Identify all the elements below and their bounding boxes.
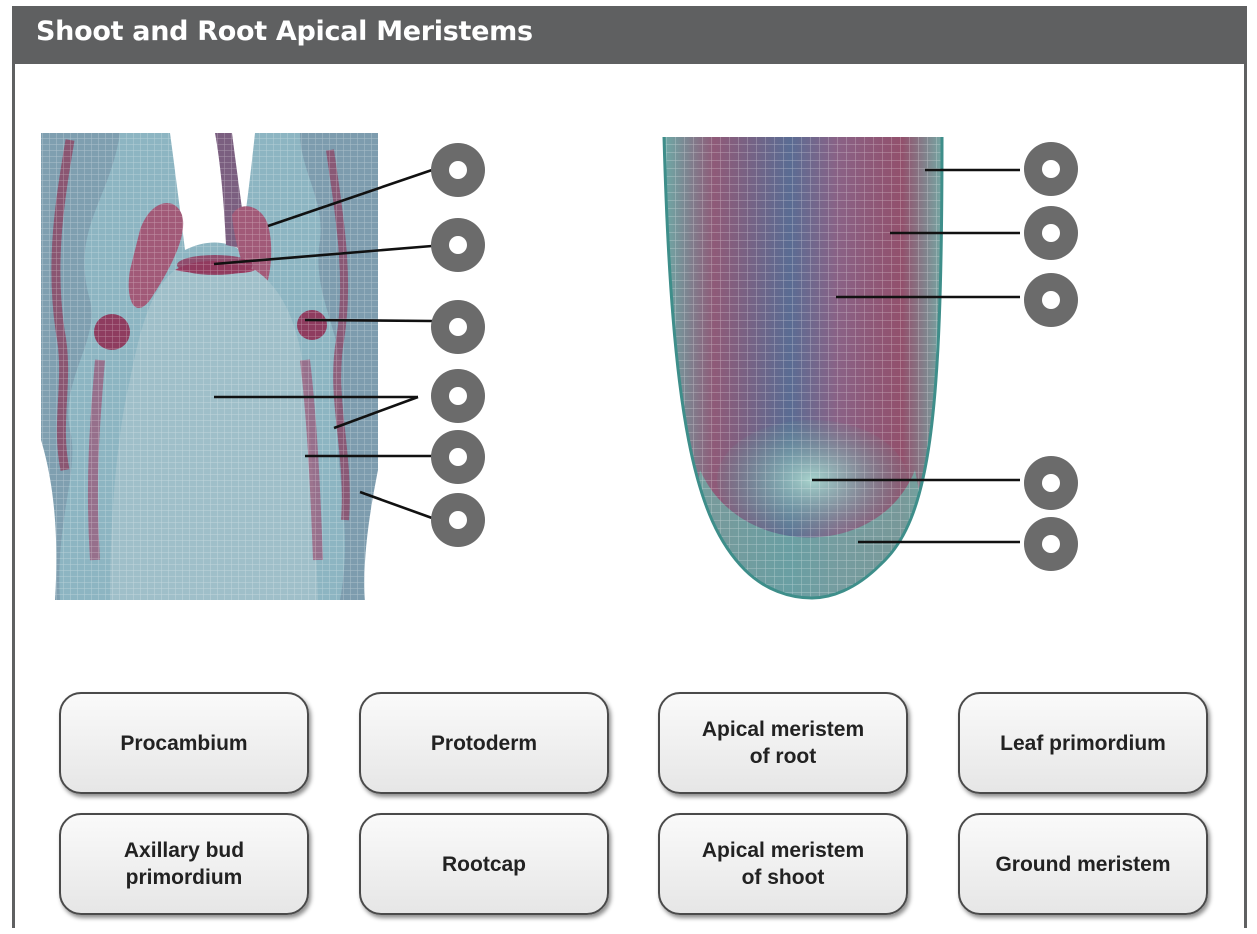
root-micrograph	[664, 137, 944, 602]
label-card-protoderm[interactable]: Protoderm	[359, 692, 609, 794]
hotspot-target[interactable]	[1024, 517, 1078, 571]
hotspot-target[interactable]	[431, 430, 485, 484]
shoot-hotspots	[431, 143, 485, 547]
label-card-ground-meristem[interactable]: Ground meristem	[958, 813, 1208, 915]
label-card-apical-meristem-of-shoot[interactable]: Apical meristem of shoot	[658, 813, 908, 915]
hotspot-target[interactable]	[1024, 142, 1078, 196]
label-card-text: Ground meristem	[985, 851, 1180, 878]
label-card-axillary-bud-primordium[interactable]: Axillary bud primordium	[59, 813, 309, 915]
label-card-text: Apical meristem of shoot	[692, 837, 874, 891]
label-card-leaf-primordium[interactable]: Leaf primordium	[958, 692, 1208, 794]
hotspot-target[interactable]	[431, 300, 485, 354]
label-card-apical-meristem-of-root[interactable]: Apical meristem of root	[658, 692, 908, 794]
hotspot-target[interactable]	[431, 218, 485, 272]
label-card-text: Apical meristem of root	[692, 716, 874, 770]
label-card-text: Procambium	[110, 730, 257, 757]
label-card-text: Leaf primordium	[990, 730, 1176, 757]
shoot-micrograph	[41, 133, 378, 600]
label-card-text: Rootcap	[432, 851, 536, 878]
hotspot-target[interactable]	[431, 369, 485, 423]
label-card-text: Protoderm	[421, 730, 547, 757]
hotspot-target[interactable]	[1024, 206, 1078, 260]
hotspot-target[interactable]	[1024, 273, 1078, 327]
root-hotspots	[1024, 142, 1078, 571]
hotspot-target[interactable]	[431, 493, 485, 547]
hotspot-target[interactable]	[431, 143, 485, 197]
label-card-text: Axillary bud primordium	[114, 837, 254, 891]
label-card-rootcap[interactable]: Rootcap	[359, 813, 609, 915]
hotspot-target[interactable]	[1024, 456, 1078, 510]
label-card-procambium[interactable]: Procambium	[59, 692, 309, 794]
